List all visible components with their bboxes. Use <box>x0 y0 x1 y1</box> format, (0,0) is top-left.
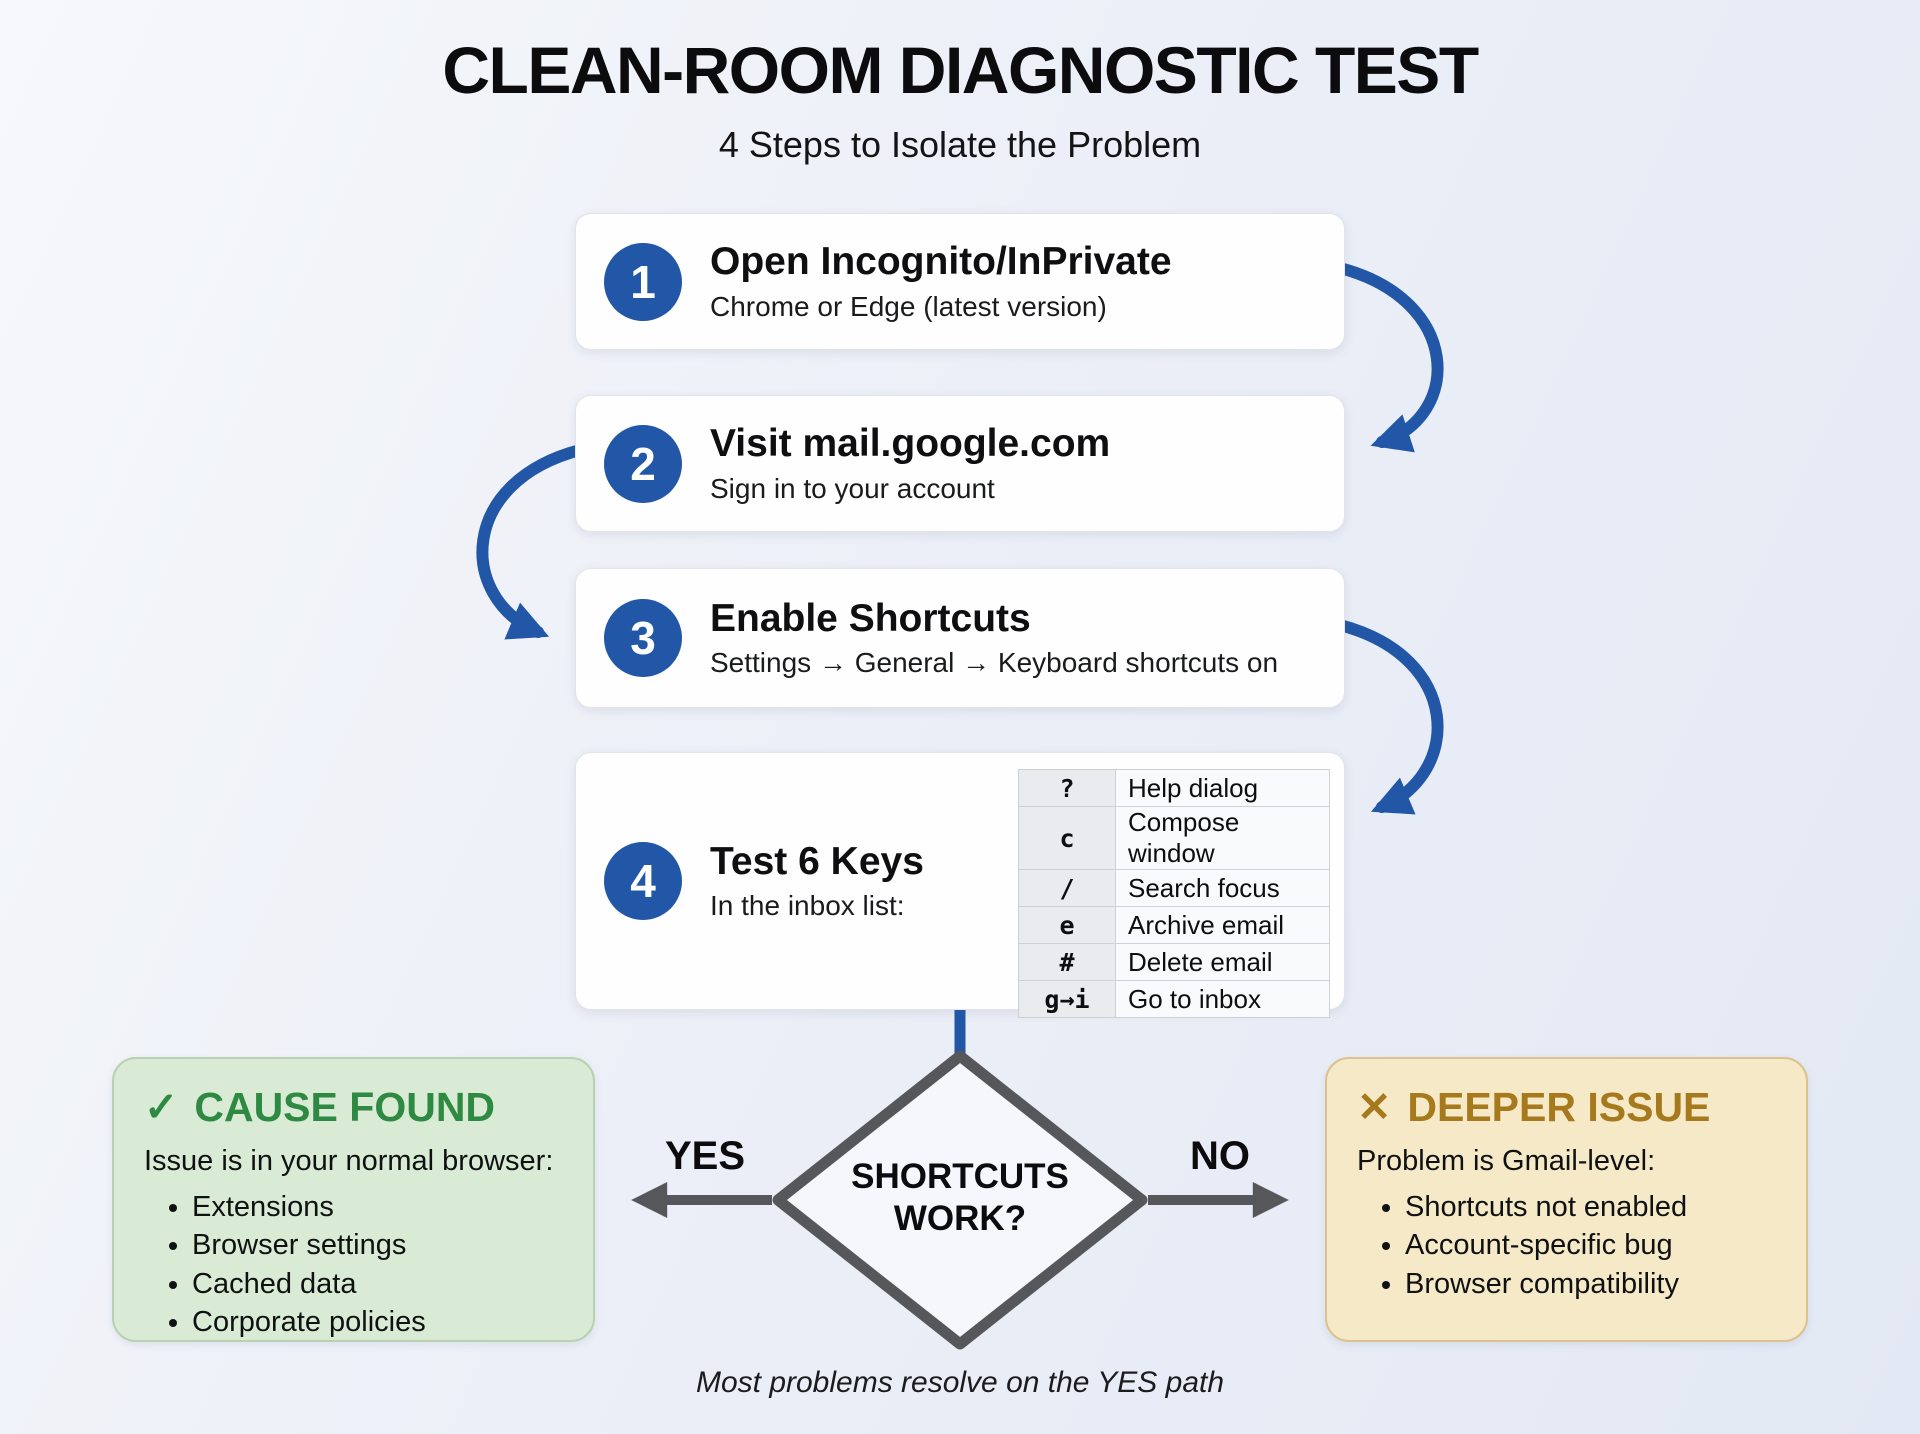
shortcut-row: / Search focus <box>1018 869 1330 907</box>
cause-found-bullet-list: Extensions Browser settings Cached data … <box>144 1188 563 1341</box>
shortcut-row: e Archive email <box>1018 906 1330 944</box>
no-branch-label: NO <box>1190 1134 1250 1178</box>
step-3-subtitle: Settings → General → Keyboard shortcuts … <box>710 647 1279 679</box>
bullet-item: Corporate policies <box>192 1303 563 1341</box>
shortcut-row: ? Help dialog <box>1018 769 1330 807</box>
bullet-item: Cached data <box>192 1265 563 1303</box>
step-1-number: 1 <box>630 255 656 308</box>
bullet-item: Shortcuts not enabled <box>1405 1188 1776 1226</box>
bullet-item: Extensions <box>192 1188 563 1226</box>
x-icon: ✕ <box>1357 1084 1392 1130</box>
step-card-1: 1 Open Incognito/InPrivate Chrome or Edg… <box>575 213 1345 350</box>
shortcut-action: Archive email <box>1115 906 1330 944</box>
shortcut-row: c Compose window <box>1018 806 1330 870</box>
check-icon: ✓ <box>144 1084 179 1130</box>
step-4-number-badge: 4 <box>604 842 682 920</box>
step-1-number-badge: 1 <box>604 242 682 321</box>
step-3-title: Enable Shortcuts <box>710 596 1031 640</box>
shortcut-key: # <box>1018 943 1116 981</box>
step-2-number: 2 <box>630 437 656 490</box>
step-2-title: Visit mail.google.com <box>710 422 1111 466</box>
shortcut-key: e <box>1018 906 1116 944</box>
step-3-number-badge: 3 <box>604 599 682 677</box>
step-1-title: Open Incognito/InPrivate <box>710 240 1172 284</box>
bullet-item: Browser settings <box>192 1226 563 1264</box>
shortcut-key: ? <box>1018 769 1116 807</box>
curved-arrow-step2-step3-icon <box>476 444 586 640</box>
shortcut-action: Help dialog <box>1115 769 1330 807</box>
shortcut-action: Search focus <box>1115 869 1330 907</box>
curved-arrow-step1-step2-icon <box>1334 262 1444 453</box>
bullet-item: Account-specific bug <box>1405 1226 1776 1264</box>
step-4-number: 4 <box>630 855 656 907</box>
deeper-issue-title: DEEPER ISSUE <box>1407 1083 1711 1130</box>
shortcut-row: g→i Go to inbox <box>1018 980 1330 1018</box>
decision-question: SHORTCUTS WORK? <box>851 1157 1069 1238</box>
decision-diamond <box>772 1050 1148 1350</box>
step-card-2: 2 Visit mail.google.com Sign in to your … <box>575 395 1345 532</box>
step-card-3: 3 Enable Shortcuts Settings → General → … <box>575 568 1345 708</box>
step-3-number: 3 <box>630 612 656 664</box>
shortcut-keys-table: ? Help dialog c Compose window / Search … <box>1018 769 1330 1018</box>
outcome-cause-found: ✓ CAUSE FOUND Issue is in your normal br… <box>112 1057 595 1342</box>
page-title: CLEAN-ROOM DIAGNOSTIC TEST <box>442 33 1479 107</box>
page-subtitle: 4 Steps to Isolate the Problem <box>718 124 1202 165</box>
footer-note: Most problems resolve on the YES path <box>695 1366 1225 1399</box>
outcome-deeper-issue: ✕ DEEPER ISSUE Problem is Gmail-level: S… <box>1325 1057 1808 1342</box>
shortcut-key: g→i <box>1018 980 1116 1018</box>
deeper-issue-bullet-list: Shortcuts not enabled Account-specific b… <box>1357 1188 1776 1303</box>
shortcut-action: Compose window <box>1115 806 1330 870</box>
step-4-subtitle: In the inbox list: <box>710 890 905 922</box>
curved-arrow-step3-step4-icon <box>1334 619 1444 815</box>
step-2-subtitle: Sign in to your account <box>710 472 995 504</box>
step-4-title: Test 6 Keys <box>710 839 924 883</box>
yes-branch-label: YES <box>664 1134 746 1178</box>
step-1-subtitle: Chrome or Edge (latest version) <box>710 290 1107 322</box>
shortcut-action: Go to inbox <box>1115 980 1330 1018</box>
shortcut-row: # Delete email <box>1018 943 1330 981</box>
shortcut-action: Delete email <box>1115 943 1330 981</box>
cause-found-title: CAUSE FOUND <box>194 1083 496 1130</box>
step-card-4: 4 Test 6 Keys In the inbox list: ? Help … <box>575 752 1345 1018</box>
shortcut-key: / <box>1018 869 1116 907</box>
cause-found-description: Issue is in your normal browser: <box>144 1145 554 1177</box>
bullet-item: Browser compatibility <box>1405 1265 1776 1303</box>
deeper-issue-description: Problem is Gmail-level: <box>1357 1145 1656 1177</box>
step-2-number-badge: 2 <box>604 424 682 503</box>
shortcut-key: c <box>1018 806 1116 870</box>
